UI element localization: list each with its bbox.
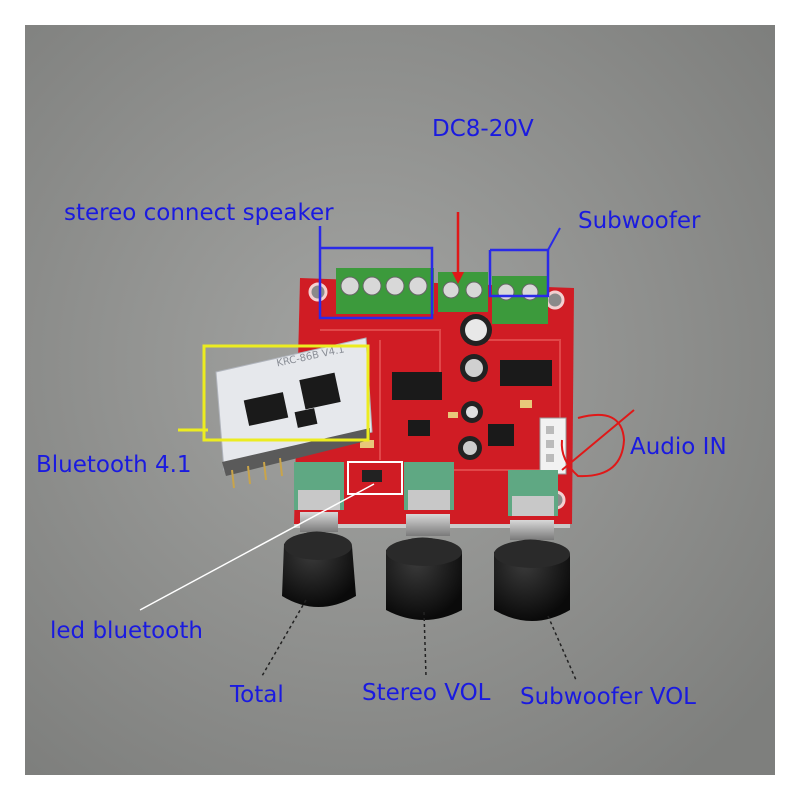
bluetooth-label: Bluetooth 4.1 <box>36 452 192 478</box>
subwoofer-potentiometer <box>508 470 558 540</box>
bluetooth-module: KRC-86B V4.1 <box>215 337 373 489</box>
led-pointer <box>139 483 375 611</box>
subwoofer-terminal-block <box>492 276 548 324</box>
stereo-pointer <box>423 611 427 677</box>
subwoofer-vol-label: Subwoofer VOL <box>520 684 696 710</box>
bluetooth-box <box>202 344 370 442</box>
subwoofer-knob <box>494 539 570 621</box>
audio-in-circle <box>560 413 626 478</box>
subwoofer-bracket <box>488 248 550 298</box>
dc-input-label: DC8-20V <box>432 116 534 142</box>
stereo-vol-label: Stereo VOL <box>362 680 491 706</box>
led-bluetooth-label: led bluetooth <box>50 618 203 644</box>
stereo-knob <box>386 537 462 620</box>
total-pointer <box>261 599 307 677</box>
stereo-speaker-bracket <box>318 226 434 320</box>
stereo-speaker-label: stereo connect speaker <box>64 200 334 226</box>
dc-terminal-block <box>438 272 488 312</box>
audio-in-label: Audio IN <box>630 434 727 460</box>
bluetooth-led <box>362 470 382 482</box>
total-potentiometer <box>294 462 344 532</box>
annotations <box>139 212 635 681</box>
stereo-potentiometer <box>404 462 454 536</box>
speaker-terminal-block <box>336 268 434 314</box>
total-label: Total <box>230 682 284 708</box>
total-knob <box>282 531 356 607</box>
subwoofer-label: Subwoofer <box>578 208 701 234</box>
led-box <box>347 461 403 495</box>
